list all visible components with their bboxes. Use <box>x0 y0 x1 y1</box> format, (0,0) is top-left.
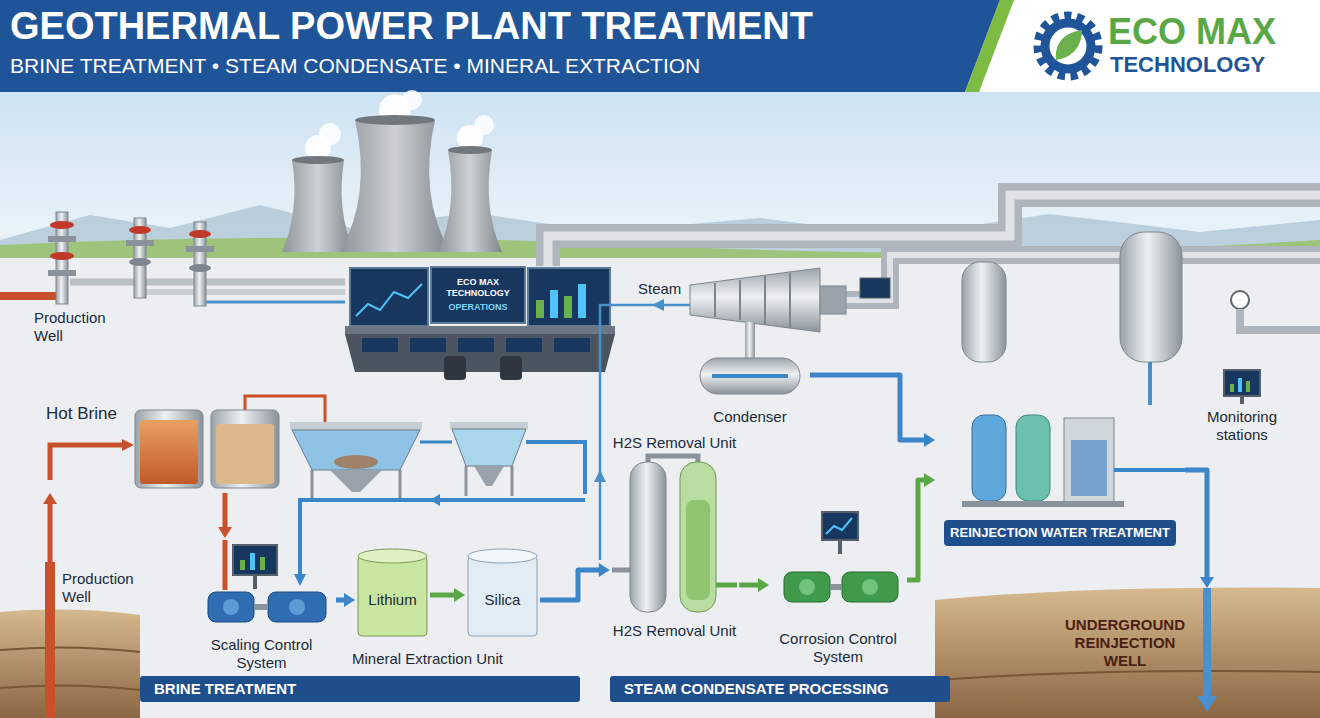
condenser-unit: Condenser <box>690 352 810 428</box>
section-band: BRINE TREATMENT <box>140 676 580 702</box>
reinjection-treatment: REINJECTION WATER TREATMENT <box>935 405 1185 548</box>
reinjection-filters <box>962 415 1185 507</box>
clarifiers <box>245 396 585 586</box>
pipe-connector <box>739 578 769 592</box>
flow-label: Steam <box>638 280 681 298</box>
scaling-control-equipment <box>208 540 326 622</box>
pipe-line <box>810 375 925 440</box>
pipe-connector <box>810 375 935 447</box>
label-holder: ECO MAX <box>1108 10 1276 53</box>
brine-tank-group: Hot Brine <box>40 398 290 493</box>
arrow-head <box>454 588 465 602</box>
subtitle: BRINE TREATMENT • STEAM CONDENSATE • MIN… <box>10 53 700 78</box>
pipe-line <box>540 570 600 600</box>
corrosion-control-equipment <box>784 512 898 602</box>
arrow-head <box>43 493 57 504</box>
node-label: Lithium <box>368 591 416 609</box>
arrow-head <box>344 593 355 607</box>
node-label: BRINE TREATMENT <box>154 680 296 698</box>
node-label: Production Well <box>62 570 154 606</box>
control-console <box>345 268 615 380</box>
arrow-head <box>1200 577 1214 588</box>
ground-cutaways <box>0 562 1320 718</box>
monitoring-station: Monitoring stations <box>1191 366 1293 446</box>
operations-screen: ECO MAX TECHNOLOGY OPERATIONS <box>430 266 526 324</box>
node-label: Scaling Control System <box>190 636 333 672</box>
title-holder: GEOTHERMAL POWER PLANT TREATMENT <box>10 4 813 50</box>
label-holder: TECHNOLOGY <box>1110 52 1265 78</box>
arrow-head <box>924 473 935 487</box>
production-well: Production Well <box>0 562 160 672</box>
pipe-connector <box>218 493 232 538</box>
node-label: Monitoring stations <box>1194 408 1290 444</box>
arrow-head <box>218 527 232 538</box>
logo-word: ECO MAX <box>1108 10 1276 53</box>
title: GEOTHERMAL POWER PLANT TREATMENT <box>10 4 813 50</box>
node-label: Production Well <box>34 309 126 345</box>
pipe-line <box>336 598 345 603</box>
pipe-line <box>1185 470 1207 578</box>
node-label: Silica <box>485 591 521 609</box>
node-label: ECO MAX TECHNOLOGY <box>436 277 520 299</box>
pipe-line <box>739 583 759 588</box>
pipe-line <box>430 593 455 598</box>
main-pipes <box>548 195 1320 405</box>
lithium-tank: Lithium <box>355 546 430 640</box>
pipe-connector <box>540 563 610 600</box>
node-label: UNDERGROUND REINJECTION WELL <box>1060 616 1190 670</box>
section-band: STEAM CONDENSATE PROCESSING <box>610 676 950 702</box>
pipe-line <box>223 493 228 528</box>
node-label: Hot Brine <box>46 404 117 424</box>
pipe-connector <box>907 473 935 580</box>
node-sublabel: OPERATIONS <box>436 302 520 313</box>
h2s-columns <box>612 456 737 612</box>
silica-tank: Silica <box>465 546 540 640</box>
header-band <box>0 0 1320 92</box>
cooling-towers <box>282 90 502 252</box>
condenser-vessel <box>700 358 800 394</box>
label-holder: Steam <box>638 280 681 298</box>
pipe-connector <box>1185 470 1214 588</box>
pipe-connector <box>43 493 57 562</box>
arrow-head <box>924 433 935 447</box>
pipe-connector <box>430 588 465 602</box>
node-label: STEAM CONDENSATE PROCESSING <box>624 680 889 698</box>
node-label: Condenser <box>713 408 786 426</box>
label-holder: Mineral Extraction Unit <box>352 650 503 668</box>
monitoring-screen <box>1224 370 1260 404</box>
pipe-line <box>907 480 925 580</box>
label-holder: BRINE TREATMENT • STEAM CONDENSATE • MIN… <box>10 53 700 78</box>
pipe-connector <box>336 593 355 607</box>
arrow-head <box>758 578 769 592</box>
arrow-head <box>599 563 610 577</box>
node-label: Corrosion Control System <box>772 630 904 666</box>
mineral-tanks <box>358 549 537 636</box>
h2s-removal-unit: H2S Removal UnitH2S Removal Unit <box>610 432 739 642</box>
logo-word: TECHNOLOGY <box>1110 52 1265 78</box>
pipe-line <box>48 503 53 562</box>
node-label: H2S Removal Unit <box>613 434 736 452</box>
node-sublabel: H2S Removal Unit <box>613 622 736 640</box>
unit-label: Mineral Extraction Unit <box>352 650 503 668</box>
corrosion-control: Corrosion Control System <box>769 505 907 668</box>
reinjection-well: UNDERGROUND REINJECTION WELL <box>955 588 1320 718</box>
wellhead-group: Production Well <box>22 195 217 347</box>
scaling-control: Scaling Control System <box>187 538 336 674</box>
node-label: REINJECTION WATER TREATMENT <box>944 520 1176 546</box>
wellheads <box>0 212 345 306</box>
